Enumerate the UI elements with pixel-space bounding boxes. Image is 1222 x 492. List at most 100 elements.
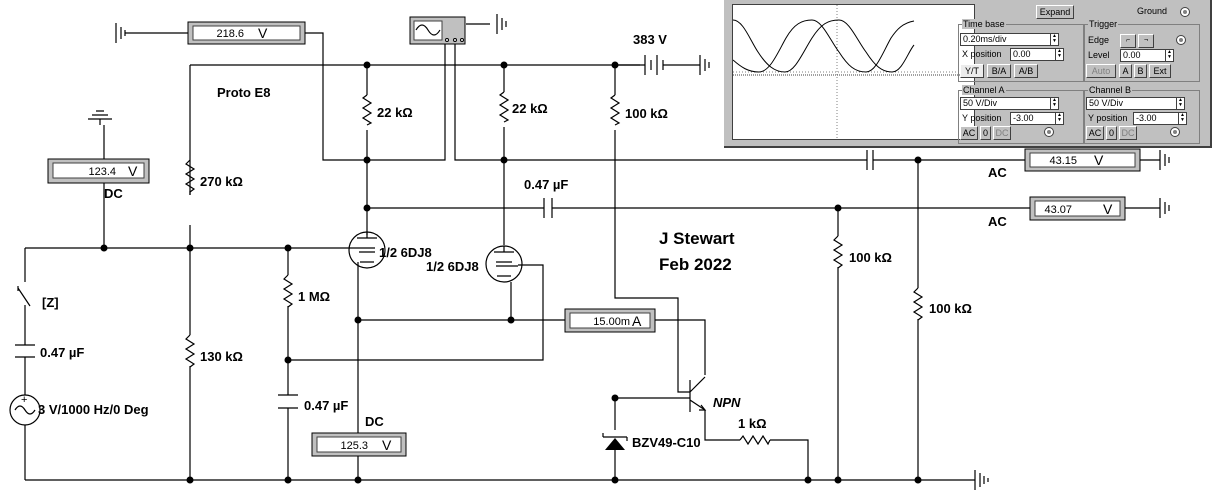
voltmeter-left-value: 123.4 bbox=[88, 166, 116, 178]
oscilloscope-screen bbox=[732, 4, 975, 140]
ammeter-value: 15.00m bbox=[593, 316, 630, 328]
zener-diode-symbol bbox=[602, 433, 628, 450]
tube-2-label: 1/2 6DJ8 bbox=[426, 259, 479, 274]
switch-symbol bbox=[17, 276, 31, 307]
resistor-22k-2-label: 22 kΩ bbox=[512, 101, 548, 116]
zener-label: BZV49-C10 bbox=[632, 435, 701, 450]
trigger-ext-button[interactable]: Ext bbox=[1149, 64, 1171, 78]
capacitor-input-label: 0.47 µF bbox=[40, 345, 84, 360]
mode-ba-button[interactable]: B/A bbox=[987, 64, 1011, 78]
trigger-b-button[interactable]: B bbox=[1134, 64, 1147, 78]
voltmeter-left-unit: V bbox=[128, 163, 138, 179]
edge-radio[interactable] bbox=[1176, 35, 1186, 45]
channel-b-ypos-label: Y position bbox=[1088, 113, 1128, 123]
mode-yt-button[interactable]: Y/T bbox=[960, 64, 984, 78]
trigger-group bbox=[1084, 24, 1200, 82]
date-label: Feb 2022 bbox=[659, 255, 732, 274]
trigger-a-button[interactable]: A bbox=[1119, 64, 1132, 78]
rising-edge-icon[interactable]: ⌐ bbox=[1120, 34, 1136, 48]
waveform-channel-b bbox=[732, 19, 915, 73]
author-label: J Stewart bbox=[659, 229, 735, 248]
mode-ab-button[interactable]: A/B bbox=[1014, 64, 1038, 78]
waveform-channel-a bbox=[732, 19, 915, 73]
circuit-title: Proto E8 bbox=[217, 85, 270, 100]
spin-icon[interactable]: ▲▼ bbox=[1050, 34, 1058, 45]
spin-icon[interactable]: ▲▼ bbox=[1178, 113, 1186, 124]
ground-symbol bbox=[115, 23, 128, 43]
wires bbox=[24, 32, 1160, 481]
oscilloscope-panel: Expand Ground Time base 0.20ms/div▲▼ X p… bbox=[724, 0, 1212, 148]
channel-b-ypos-field[interactable]: -3.00▲▼ bbox=[1133, 112, 1187, 125]
resistor-1m-label: 1 MΩ bbox=[298, 289, 330, 304]
voltmeter-ac-2-unit: V bbox=[1103, 201, 1113, 217]
tube-1-symbol bbox=[348, 231, 386, 269]
supply-voltage-label: 383 V bbox=[633, 32, 667, 47]
channel-a-radio[interactable] bbox=[1044, 127, 1054, 137]
channel-a-zero-button[interactable]: 0 bbox=[980, 126, 991, 140]
ammeter-unit: A bbox=[632, 313, 642, 329]
resistor-22k-1 bbox=[361, 94, 373, 126]
capacitor-grid-label: 0.47 µF bbox=[304, 398, 348, 413]
channel-b-scale-field[interactable]: 50 V/Div▲▼ bbox=[1086, 97, 1185, 110]
resistor-100k-top-label: 100 kΩ bbox=[625, 106, 668, 121]
channel-a-ac-button[interactable]: AC bbox=[960, 126, 978, 140]
timebase-field[interactable]: 0.20ms/div▲▼ bbox=[960, 33, 1059, 46]
channel-a-group bbox=[958, 90, 1084, 144]
voltmeter-ac-1-value: 43.15 bbox=[1049, 155, 1077, 167]
voltmeter-ac-1-unit: V bbox=[1094, 152, 1104, 168]
capacitor-input bbox=[15, 344, 35, 358]
spin-icon[interactable]: ▲▼ bbox=[1055, 113, 1063, 124]
spin-icon[interactable]: ▲▼ bbox=[1165, 50, 1173, 61]
tube-1-label: 1/2 6DJ8 bbox=[379, 245, 432, 260]
resistor-270k-label: 270 kΩ bbox=[200, 174, 243, 189]
ground-symbol bbox=[1159, 150, 1170, 170]
ammeter: 15.00m A bbox=[564, 308, 656, 333]
channel-a-dc-button[interactable]: DC bbox=[993, 126, 1011, 140]
trigger-auto-button[interactable]: Auto bbox=[1086, 64, 1116, 78]
trigger-title: Trigger bbox=[1088, 19, 1119, 29]
resistor-100k-right-label: 100 kΩ bbox=[929, 301, 972, 316]
spin-icon[interactable]: ▲▼ bbox=[1055, 49, 1063, 60]
voltmeter-left: 123.4 V bbox=[47, 158, 150, 184]
expand-button[interactable]: Expand bbox=[1036, 5, 1074, 19]
capacitor-ac-1 bbox=[866, 150, 874, 170]
channel-a-title: Channel A bbox=[962, 85, 1006, 95]
level-field[interactable]: 0.00▲▼ bbox=[1120, 49, 1174, 62]
ac-label-2: AC bbox=[988, 214, 1007, 229]
npn-transistor-symbol bbox=[689, 376, 707, 412]
falling-edge-icon[interactable]: ¬ bbox=[1138, 34, 1154, 48]
voltmeter-ac-2: 43.07 V bbox=[1029, 196, 1126, 221]
oscilloscope-icon[interactable] bbox=[409, 16, 466, 45]
ground-symbol bbox=[690, 55, 710, 75]
waveform-display bbox=[732, 5, 974, 139]
level-label: Level bbox=[1088, 50, 1110, 60]
channel-b-zero-button[interactable]: 0 bbox=[1106, 126, 1117, 140]
channel-a-scale-field[interactable]: 50 V/Div▲▼ bbox=[960, 97, 1059, 110]
channel-b-dc-button[interactable]: DC bbox=[1119, 126, 1137, 140]
spin-icon[interactable]: ▲▼ bbox=[1176, 98, 1184, 109]
channel-b-radio[interactable] bbox=[1170, 127, 1180, 137]
tube-2-symbol bbox=[485, 245, 523, 283]
ac-source-symbol: + bbox=[9, 394, 41, 426]
xpos-field[interactable]: 0.00▲▼ bbox=[1010, 48, 1064, 61]
voltmeter-ac-1: 43.15 V bbox=[1024, 148, 1141, 172]
channel-a-ypos-field[interactable]: -3.00▲▼ bbox=[1010, 112, 1064, 125]
resistor-22k-2 bbox=[498, 91, 510, 123]
ground-symbol bbox=[88, 110, 112, 120]
ground-radio[interactable] bbox=[1180, 7, 1190, 17]
ground-symbol bbox=[1159, 198, 1170, 218]
capacitor-grid bbox=[278, 394, 298, 409]
dc-label-left: DC bbox=[104, 186, 123, 201]
resistor-130k-label: 130 kΩ bbox=[200, 349, 243, 364]
spin-icon[interactable]: ▲▼ bbox=[1050, 98, 1058, 109]
channel-b-ac-button[interactable]: AC bbox=[1086, 126, 1104, 140]
battery-symbol bbox=[644, 55, 690, 75]
resistor-270k bbox=[184, 159, 196, 195]
voltmeter-bottom: 125.3 V bbox=[311, 432, 407, 457]
ac-label-1: AC bbox=[988, 165, 1007, 180]
voltmeter-top: 218.6 V bbox=[187, 21, 306, 45]
voltmeter-ac-2-value: 43.07 bbox=[1044, 204, 1072, 216]
resistor-130k bbox=[184, 334, 196, 370]
ground-symbol bbox=[974, 470, 989, 490]
resistor-22k-1-label: 22 kΩ bbox=[377, 105, 413, 120]
